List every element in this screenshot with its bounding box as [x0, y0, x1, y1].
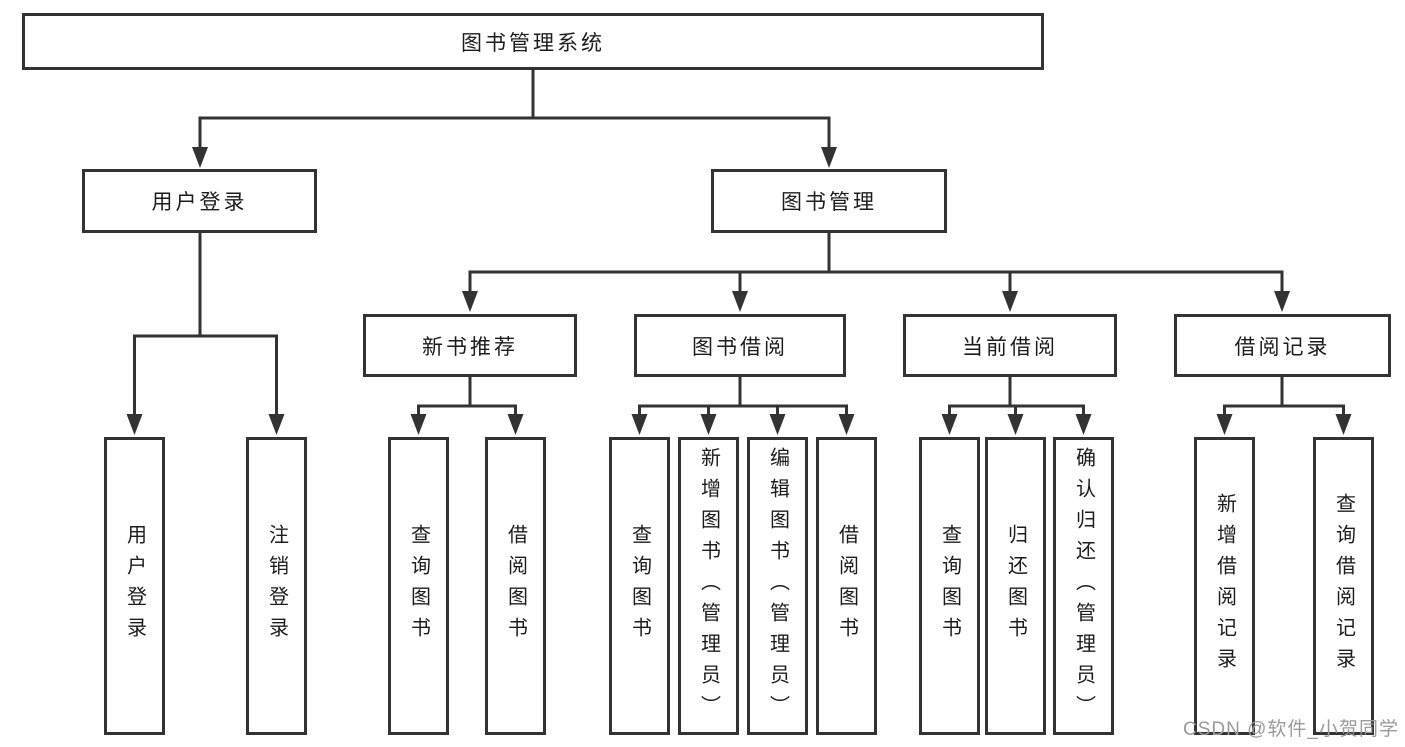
leaf-label: 确认归还（管理员）: [1072, 446, 1095, 726]
edge-records-children: [1216, 375, 1352, 435]
node-leaf-add-borrow-record: 新增借阅记录: [1194, 437, 1255, 735]
node-new-book-rec-label: 新书推荐: [422, 335, 518, 359]
node-leaf-search-books-current: 查询图书: [919, 437, 980, 735]
node-user-login-label: 用户登录: [151, 191, 248, 214]
node-current-borrow-label: 当前借阅: [962, 335, 1058, 359]
node-leaf-confirm-return-admin: 确认归还（管理员）: [1053, 437, 1114, 735]
edge-user-login-children: [126, 231, 285, 435]
node-book-mgmt-label: 图书管理: [781, 191, 877, 214]
edge-borrow-children: [631, 375, 855, 435]
edge-root-to-level2: [192, 68, 837, 168]
node-user-login: 用户登录: [82, 169, 317, 233]
node-leaf-search-books-borrow: 查询图书: [609, 437, 670, 735]
leaf-label: 借阅图书: [504, 524, 527, 648]
node-root-label: 图书管理系统: [461, 31, 605, 55]
leaf-label: 新增借阅记录: [1213, 493, 1236, 679]
node-leaf-borrow-books: 借阅图书: [816, 437, 877, 735]
node-leaf-edit-book-admin: 编辑图书（管理员）: [747, 437, 808, 735]
watermark: CSDN @软件_小贺同学: [1183, 719, 1399, 740]
node-leaf-user-login: 用户登录: [104, 437, 165, 735]
node-leaf-search-books-rec: 查询图书: [388, 437, 449, 735]
node-book-borrow: 图书借阅: [634, 314, 846, 377]
node-leaf-search-borrow-record: 查询借阅记录: [1313, 437, 1374, 735]
node-leaf-add-book-admin: 新增图书（管理员）: [678, 437, 739, 735]
node-current-borrow: 当前借阅: [903, 314, 1117, 377]
node-leaf-borrow-books-rec: 借阅图书: [485, 437, 546, 735]
leaf-label: 查询借阅记录: [1332, 493, 1355, 679]
leaf-label: 新增图书（管理员）: [697, 446, 720, 726]
node-leaf-logout: 注销登录: [246, 437, 307, 735]
edge-book-mgmt-children: [462, 231, 1290, 312]
leaf-label: 借阅图书: [835, 524, 858, 648]
leaf-label: 查询图书: [628, 524, 651, 648]
node-borrow-records-label: 借阅记录: [1234, 335, 1331, 359]
leaf-label: 查询图书: [938, 524, 961, 648]
node-borrow-records: 借阅记录: [1174, 314, 1391, 377]
node-book-mgmt: 图书管理: [711, 169, 947, 233]
node-new-book-rec: 新书推荐: [363, 314, 577, 377]
node-root: 图书管理系统: [22, 13, 1044, 70]
edge-current-children: [941, 375, 1092, 435]
leaf-label: 编辑图书（管理员）: [766, 446, 789, 726]
leaf-label: 查询图书: [407, 524, 430, 648]
node-book-borrow-label: 图书借阅: [692, 335, 788, 359]
edge-new-rec-children: [410, 375, 524, 435]
leaf-label: 用户登录: [123, 524, 146, 648]
leaf-label: 注销登录: [265, 524, 288, 648]
leaf-label: 归还图书: [1004, 524, 1027, 648]
node-leaf-return-book: 归还图书: [985, 437, 1046, 735]
